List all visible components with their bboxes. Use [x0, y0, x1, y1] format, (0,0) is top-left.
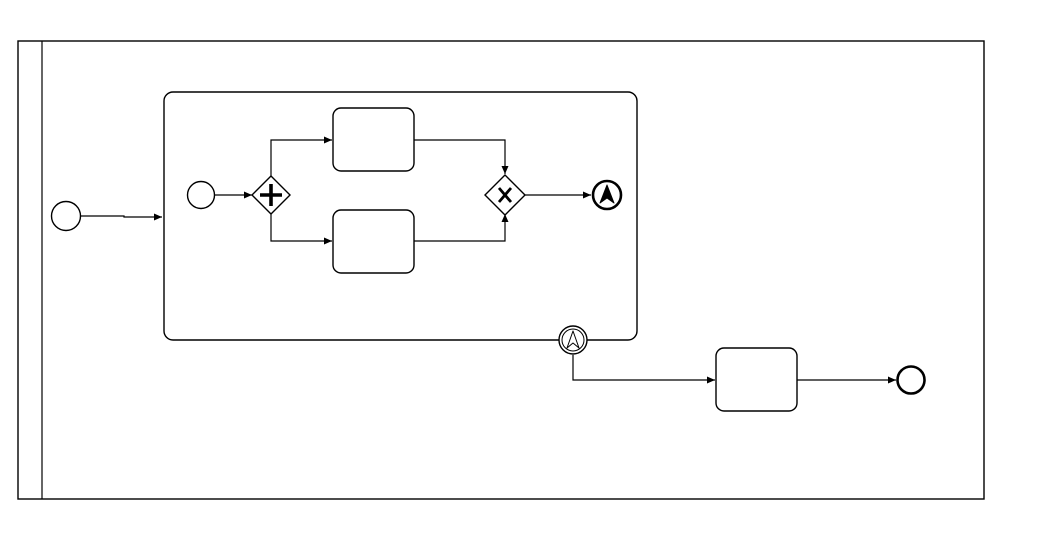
boundary-escalation-event[interactable]	[558, 325, 588, 355]
flow-task-bottom-to-exclusive[interactable]	[414, 214, 509, 242]
x-icon	[497, 187, 513, 203]
end-event[interactable]	[896, 365, 926, 395]
escalation-icon	[566, 330, 580, 349]
escalation-icon	[599, 184, 615, 204]
start-event[interactable]	[50, 200, 82, 232]
flow-start-to-subprocess[interactable]	[81, 213, 162, 221]
escalation-end-event[interactable]	[591, 179, 623, 211]
flow-boundary-to-task-after[interactable]	[572, 355, 715, 384]
sequence-flows	[81, 136, 896, 384]
flow-parallel-to-task-top[interactable]	[270, 136, 332, 176]
task-after[interactable]	[715, 347, 798, 412]
parallel-gateway[interactable]	[251, 175, 291, 215]
task-bottom[interactable]	[332, 209, 415, 274]
plus-icon	[260, 184, 282, 206]
flow-parallel-to-task-bottom[interactable]	[270, 214, 332, 245]
exclusive-gateway[interactable]	[484, 174, 526, 216]
flow-task-top-to-exclusive[interactable]	[414, 139, 509, 174]
sub-start-event[interactable]	[186, 180, 216, 210]
task-top[interactable]	[332, 107, 415, 172]
